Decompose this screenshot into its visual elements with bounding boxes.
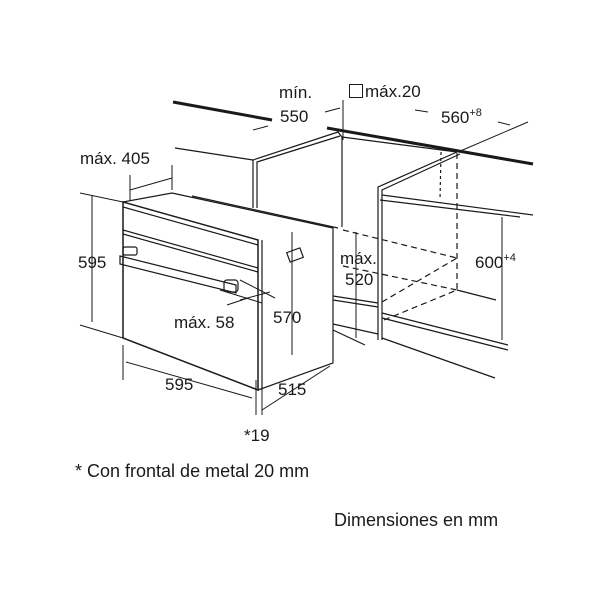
height-600-label: 600+4 (475, 252, 516, 272)
width-560-tolerance: +8 (469, 107, 482, 119)
height-570-label: 570 (273, 308, 302, 327)
star-19-label: *19 (244, 426, 270, 445)
units-note: Dimensiones en mm (334, 510, 499, 530)
door-handle (119, 255, 237, 294)
min-label: mín. (279, 83, 313, 102)
max-520-label: máx. (340, 249, 377, 268)
height-600-value: 600 (475, 253, 504, 272)
height-595-label: 595 (78, 253, 107, 272)
width-560-label: 560+8 (441, 107, 482, 127)
depth-515-label: 515 (278, 380, 307, 399)
oven (119, 192, 339, 392)
max-405-label: máx. 405 (80, 149, 150, 168)
max-520-value: 520 (345, 270, 374, 289)
height-600-tolerance: +4 (503, 252, 516, 264)
width-560-value: 560 (441, 108, 470, 127)
square-section-icon (349, 84, 363, 98)
max-20-value: máx.20 (365, 82, 421, 101)
min-550-value: 550 (280, 107, 309, 126)
worktop-right (326, 126, 534, 166)
max-58-label: máx. 58 (174, 313, 235, 332)
worktop-left (172, 100, 273, 122)
max-20-label: máx.20 (349, 83, 421, 100)
footnote: * Con frontal de metal 20 mm (75, 461, 310, 481)
width-595-label: 595 (165, 375, 194, 394)
dimension-lines (79, 100, 529, 415)
